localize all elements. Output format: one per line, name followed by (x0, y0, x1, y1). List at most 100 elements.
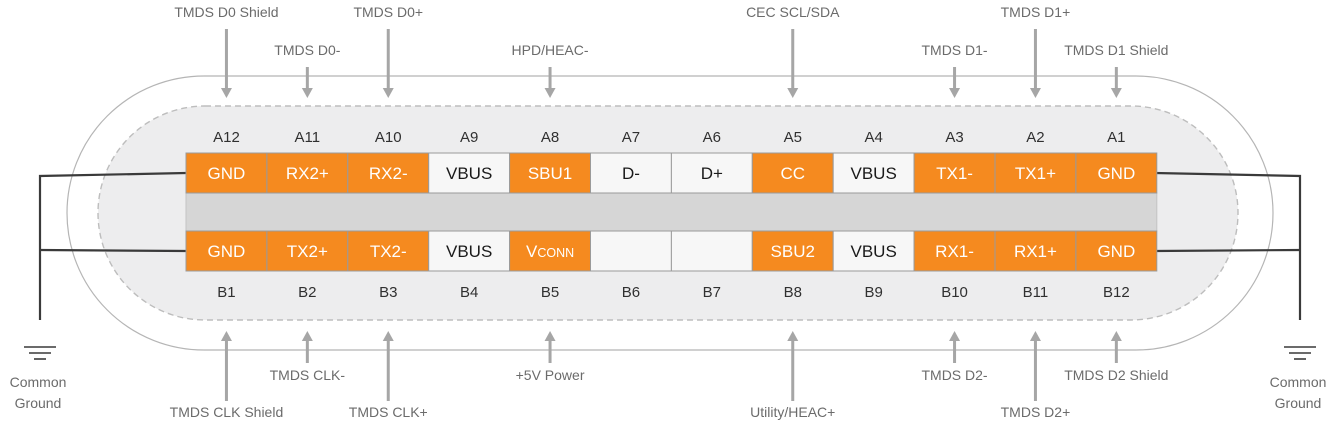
pin-box (751, 230, 834, 272)
pin-signal-label: VBUS (851, 242, 897, 261)
pin-number-label: B12 (1103, 284, 1130, 301)
ground-symbol-right (1284, 346, 1316, 360)
top-annotation-label: TMDS D1 Shield (1064, 42, 1168, 58)
pin-box (428, 152, 511, 194)
arrow-head (382, 331, 394, 341)
pin-box (266, 152, 349, 194)
pin-number-label: B5 (541, 284, 559, 301)
common-ground-label-left-line1: Common (10, 374, 67, 390)
bottom-annotation-label: TMDS D2+ (1001, 404, 1071, 420)
pin-number-label: A7 (622, 129, 640, 146)
arrow-head (1029, 88, 1041, 98)
pin-cell-b6: B6 (590, 230, 672, 301)
bottom-annotation-arrow (301, 331, 313, 363)
pin-number-label: A9 (460, 129, 478, 146)
pin-cell-a11: RX2+ A11 (266, 129, 349, 194)
pin-box (994, 152, 1077, 194)
arrow-head (949, 88, 961, 98)
top-annotation-arrow (544, 67, 556, 98)
pin-signal-label: RX2+ (286, 164, 329, 183)
pin-number-label: A6 (703, 129, 721, 146)
pin-box (590, 230, 672, 272)
pin-cell-b7: B7 (670, 230, 753, 301)
arrow-head (1110, 88, 1122, 98)
pin-cell-b10: RX1- B10 (913, 230, 996, 301)
top-annotation-label: TMDS D0 Shield (174, 4, 278, 20)
pin-box (590, 152, 672, 194)
common-ground-label-right-line1: Common (1270, 374, 1327, 390)
top-annotation-arrow (1029, 29, 1041, 98)
pin-box (670, 152, 753, 194)
top-pin-row: GNDA12RX2+A11RX2-A10VBUSA9SBU1A8D-A7D+A6… (185, 129, 1158, 194)
top-annotation-label: TMDS D1- (921, 42, 987, 58)
pin-number-label: B11 (1023, 284, 1049, 301)
arrow-head (1029, 331, 1041, 341)
pin-box (913, 152, 996, 194)
pin-number-label: B9 (864, 284, 882, 301)
top-annotation-arrow (949, 67, 961, 98)
pin-signal-label: RX1+ (1014, 242, 1057, 261)
pin-signal-label: GND (208, 164, 246, 183)
bottom-annotation-arrow (1110, 331, 1122, 363)
arrow-head (544, 331, 556, 341)
arrow-head (1110, 331, 1122, 341)
pin-signal-label: D+ (701, 164, 723, 183)
pin-number-label: A2 (1026, 129, 1044, 146)
bottom-annotation-label: TMDS D2- (921, 367, 987, 383)
pin-signal-label: SBU1 (528, 164, 572, 183)
pin-signal-label: RX2- (369, 164, 408, 183)
bottom-annotation-arrow (382, 331, 394, 401)
bottom-annotation-label: TMDS CLK+ (349, 404, 428, 420)
ground-wire-left-bottom (39, 248, 187, 253)
pin-signal-label: SBU2 (771, 242, 815, 261)
bottom-annotation-label: TMDS CLK- (270, 367, 346, 383)
pin-number-label: A3 (945, 129, 963, 146)
arrow-head (382, 88, 394, 98)
ground-wire-left-top (38, 171, 187, 320)
bottom-annotation-label: TMDS CLK Shield (170, 404, 284, 420)
pin-signal-label: VCONN (526, 242, 574, 261)
pin-signal-label: RX1- (935, 242, 974, 261)
pin-cell-b9: VBUS B9 (832, 230, 915, 301)
common-ground-label-right-line2: Ground (1275, 395, 1322, 411)
pin-cell-a9: VBUS A9 (428, 129, 511, 194)
pin-box (670, 230, 753, 272)
pin-cell-b11: RX1+ B11 (994, 230, 1077, 301)
pin-signal-label: TX2+ (287, 242, 328, 261)
pin-number-label: B10 (941, 284, 968, 301)
top-annotation-arrow (1110, 67, 1122, 98)
pin-signal-label: VBUS (851, 164, 897, 183)
pin-box (913, 230, 996, 272)
pin-number-label: A11 (295, 129, 321, 146)
pin-box (1075, 152, 1158, 194)
ground-wires (38, 171, 1302, 320)
ground-wire-right-top (1154, 171, 1302, 320)
pin-signal-label: D- (622, 164, 640, 183)
pin-signal-label: VBUS (446, 164, 492, 183)
pin-number-label: A5 (784, 129, 802, 146)
pin-signal-label: TX2- (370, 242, 407, 261)
connector-tongue-band (185, 192, 1158, 232)
arrow-head (220, 88, 232, 98)
bottom-annotation-arrow (949, 331, 961, 363)
top-annotation-label: TMDS D0+ (353, 4, 423, 20)
arrow-head (544, 88, 556, 98)
pin-number-label: A1 (1107, 129, 1125, 146)
top-annotation-arrow (787, 29, 799, 98)
pin-cell-b3: TX2- B3 (347, 230, 430, 301)
top-annotation-label: HPD/HEAC- (512, 42, 589, 58)
pin-number-label: B3 (379, 284, 397, 301)
pin-signal-label: TX1+ (1015, 164, 1056, 183)
pin-number-label: A8 (541, 129, 559, 146)
pin-signal-label: VBUS (446, 242, 492, 261)
pin-cell-a2: TX1+ A2 (994, 129, 1077, 194)
pin-box (509, 152, 592, 194)
pin-box (1075, 230, 1158, 272)
pin-number-label: B8 (784, 284, 802, 301)
bottom-annotation-label: +5V Power (516, 367, 585, 383)
